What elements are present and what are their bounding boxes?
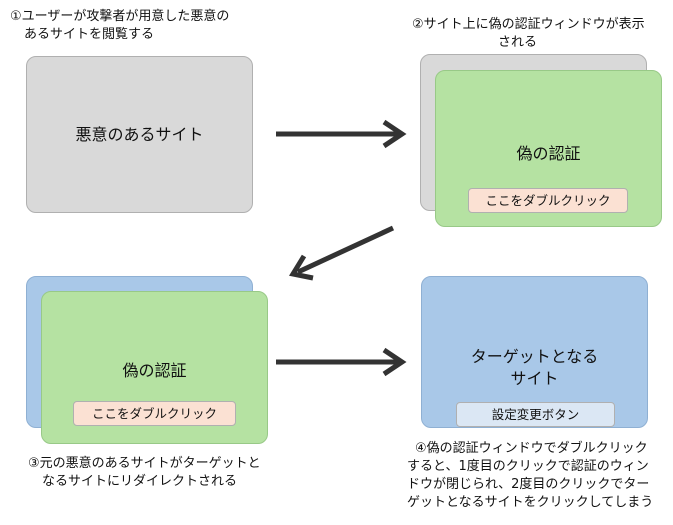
step4-caption-line4: ゲットとなるサイトをクリックしてしまう <box>407 495 654 510</box>
target-site-box: ターゲットとなる サイト 設定変更ボタン <box>421 276 648 428</box>
step1-caption-line2: あるサイトを閲覧する <box>24 27 155 42</box>
step3-caption-line1: ③元の悪意のあるサイトがターゲットと <box>28 456 261 471</box>
malicious-site-box: 悪意のあるサイト <box>26 56 253 213</box>
step4-caption: ④偽の認証ウィンドウでダブルクリック すると、1度目のクリックで認証のウィン ド… <box>407 440 653 512</box>
target-site-title: ターゲットとなる サイト <box>422 346 647 390</box>
double-click-button[interactable]: ここをダブルクリック <box>468 188 628 213</box>
settings-change-button[interactable]: 設定変更ボタン <box>456 402 615 427</box>
step4-caption-line1: ④偽の認証ウィンドウでダブルクリック <box>415 441 648 456</box>
arrow-step2-to-step3 <box>289 225 395 281</box>
step2-caption-line1: ②サイト上に偽の認証ウィンドウが表示 <box>412 17 645 32</box>
malicious-site-label: 悪意のあるサイト <box>75 124 204 144</box>
step2-caption-line2: される <box>498 35 538 50</box>
step4-caption-line2: すると、1度目のクリックで認証のウィン <box>407 459 649 474</box>
step2-caption: ②サイト上に偽の認証ウィンドウが表示 される <box>412 16 645 52</box>
target-site-title-line1: ターゲットとなる <box>470 347 599 366</box>
double-click-button-step3[interactable]: ここをダブルクリック <box>73 401 236 426</box>
arrow-step1-to-step2 <box>276 119 407 149</box>
fake-auth-window: 偽の認証 ここをダブルクリック <box>435 70 662 227</box>
fake-auth-title: 偽の認証 <box>516 144 581 163</box>
fake-auth-title-step3: 偽の認証 <box>122 361 187 380</box>
target-site-title-line2: サイト <box>510 369 559 388</box>
step1-caption-line1: ①ユーザーが攻撃者が用意した悪意の <box>10 9 230 24</box>
step1-caption: ①ユーザーが攻撃者が用意した悪意の あるサイトを閲覧する <box>10 8 229 44</box>
step3-caption-line2: なるサイトにリダイレクトされる <box>42 474 238 489</box>
step4-caption-line3: ドウが閉じられ、2度目のクリックでター <box>407 477 650 492</box>
arrow-step3-to-step4 <box>276 347 407 377</box>
step3-caption: ③元の悪意のあるサイトがターゲットと なるサイトにリダイレクトされる <box>28 455 261 491</box>
fake-auth-window-step3: 偽の認証 ここをダブルクリック <box>41 291 268 444</box>
